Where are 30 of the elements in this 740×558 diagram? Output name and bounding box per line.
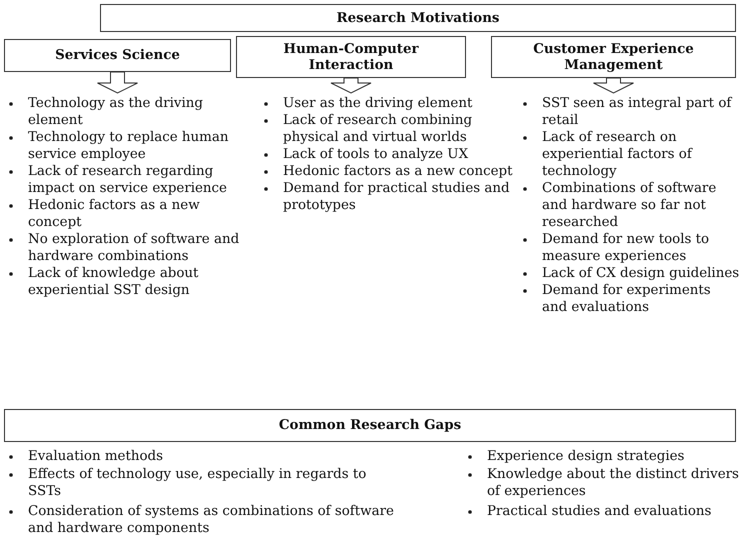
bullet-text: Demand for new tools to measure experiences [542, 232, 710, 264]
bullet-text: Evaluation methods [28, 449, 163, 464]
bullet-text: Lack of research on experiential factors of technology [542, 130, 692, 179]
bullet-text: Hedonic factors as a new concept [283, 164, 512, 179]
block-arrow [330, 78, 372, 94]
section-heading-box: Common Research Gaps [4, 409, 736, 442]
bullet-text: No exploration of software and hardware combinations [28, 232, 240, 264]
bullet-text: Lack of research combining physical and virtual worlds [283, 113, 472, 145]
block-arrow [97, 72, 138, 94]
bullet-text: Technology as the driving element [28, 96, 203, 128]
bullet-text: Practical studies and evaluations [487, 504, 712, 519]
block-arrow [593, 78, 634, 94]
bullet-text: User as the driving element [283, 96, 472, 111]
heading-box: Research Motivations [100, 4, 736, 32]
bullet-text: Lack of tools to analyze UX [283, 147, 468, 162]
column-heading-box: Services Science [4, 39, 231, 72]
bullet-text: Lack of CX design guidelines [542, 266, 740, 281]
bullet-text: Knowledge about the distinct drivers of experiences [487, 467, 739, 499]
bullet-text: Demand for experiments and evaluations [542, 283, 711, 315]
bullet-text: Technology to replace human service employee [28, 130, 228, 162]
column-heading-box: Human-Computer Interaction [236, 36, 466, 78]
bullet-text: Combinations of software and hardware so far not researched [542, 181, 716, 230]
bullet-text: Lack of knowledge about experiential SST design [28, 266, 198, 298]
bullet-text: Consideration of systems as combinations of software and hardware components [28, 504, 394, 536]
bullet-text: SST seen as integral part of retail [542, 96, 732, 128]
bullet-text: Effects of technology use, especially in regards to SSTs [28, 467, 366, 499]
bullet-text: Lack of research regarding impact on service experience [28, 164, 227, 196]
bullet-text: Demand for practical studies and prototypes [283, 181, 510, 213]
bullet-text: Hedonic factors as a new concept [28, 198, 200, 230]
column-heading-box: Customer Experience Management [491, 36, 736, 78]
